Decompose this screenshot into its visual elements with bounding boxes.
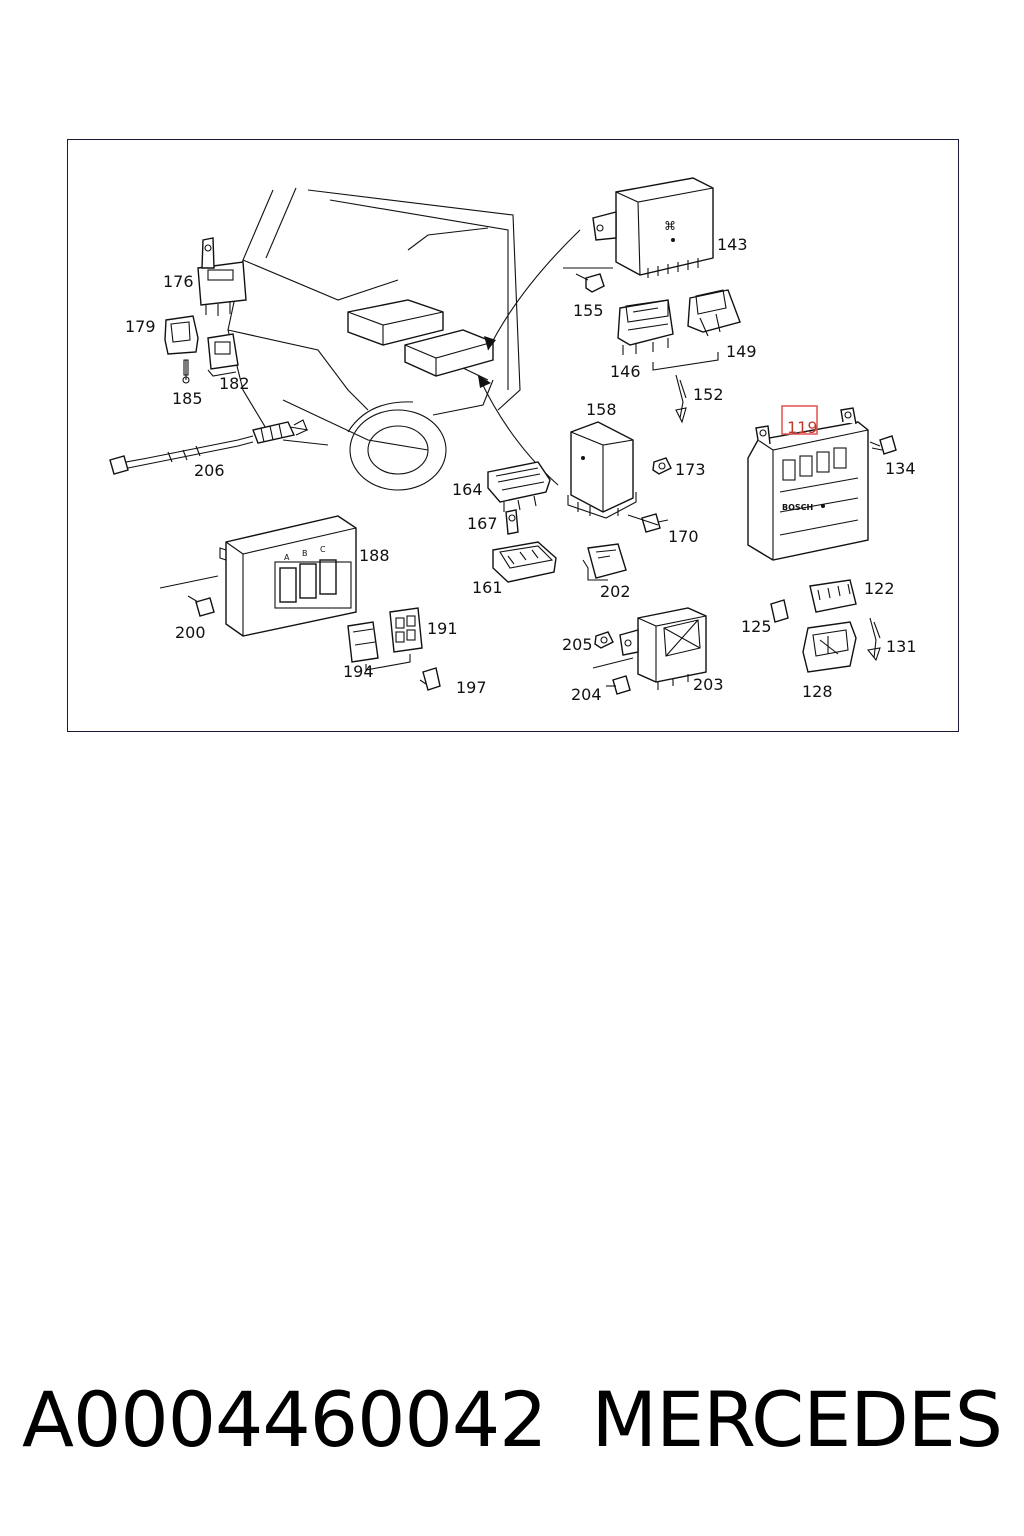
part-number: A0004460042: [22, 1375, 548, 1464]
relay-202: [582, 543, 627, 581]
nut-205: [594, 631, 614, 649]
screw-204: [592, 657, 634, 695]
relay-176: [197, 237, 247, 316]
svg-text:⌘: ⌘: [664, 219, 676, 233]
relay-module-158: [567, 421, 637, 519]
relay-socket-179: [164, 315, 199, 355]
callout-167: 167: [467, 514, 498, 533]
callout-206: 206: [194, 461, 225, 480]
relay-203: [619, 607, 707, 690]
connector-191: [389, 607, 423, 653]
terminal-152: [675, 374, 687, 424]
control-module-119: BOSCH: [747, 407, 869, 561]
terminal-131: [866, 617, 881, 662]
module-brand-label: BOSCH: [782, 503, 813, 512]
nut-173: [652, 457, 672, 475]
module-188: A B C: [219, 515, 357, 637]
callout-194: 194: [343, 662, 374, 681]
callout-119-highlighted: 119: [787, 418, 818, 437]
parts-diagram-drawing: ⌘: [109, 177, 917, 704]
callout-155: 155: [573, 301, 604, 320]
callout-200: 200: [175, 623, 206, 642]
callout-202: 202: [600, 582, 631, 601]
connector-194: [347, 621, 379, 663]
pin-185: [182, 359, 190, 384]
terminal-167: [505, 509, 519, 535]
callout-170: 170: [668, 527, 699, 546]
callout-197: 197: [456, 678, 487, 697]
connector-146: [617, 299, 674, 355]
control-unit-143: ⌘: [592, 177, 714, 278]
relay-182: [207, 333, 239, 377]
clip-125: [770, 599, 789, 623]
callout-152: 152: [693, 385, 724, 404]
callout-182: 182: [219, 374, 250, 393]
callout-131: 131: [886, 637, 917, 656]
callout-122: 122: [864, 579, 895, 598]
callout-191: 191: [427, 619, 458, 638]
connector-letter-b: B: [302, 549, 308, 558]
screw-200: [159, 575, 219, 617]
connector-164: [487, 461, 551, 512]
connector-housing-128: [802, 621, 857, 673]
screw-155: [563, 267, 613, 293]
callout-188: 188: [359, 546, 390, 565]
bracket-191-194: [365, 654, 411, 671]
callout-134: 134: [885, 459, 916, 478]
callout-125: 125: [741, 617, 772, 636]
callout-164: 164: [452, 480, 483, 499]
brand-name: MERCEDES: [591, 1375, 1003, 1464]
callout-128: 128: [802, 682, 833, 701]
callout-146: 146: [610, 362, 641, 381]
callout-176: 176: [163, 272, 194, 291]
parts-diagram: ⌘: [67, 139, 959, 732]
screw-170: [627, 513, 669, 533]
callout-labels: 176 179 182 185 206 143 155 146 149 152 …: [125, 235, 917, 704]
connector-149: [687, 289, 741, 337]
callout-185: 185: [172, 389, 203, 408]
callout-179: 179: [125, 317, 156, 336]
connector-122: [809, 579, 857, 613]
connector-letter-c: C: [320, 545, 326, 554]
screw-134: [869, 435, 897, 455]
callout-149: 149: [726, 342, 757, 361]
highlight-box-119: [781, 405, 818, 435]
footer-caption: A0004460042 MERCEDES: [0, 1370, 1024, 1470]
callout-158: 158: [586, 400, 617, 419]
callout-204: 204: [571, 685, 602, 704]
callout-161: 161: [472, 578, 503, 597]
terminal-197: [419, 667, 441, 691]
callout-205: 205: [562, 635, 593, 654]
bracket-146-149: [652, 352, 719, 371]
connector-letter-a: A: [284, 553, 290, 562]
speed-sensor-cable-206: [109, 419, 308, 475]
callout-143: 143: [717, 235, 748, 254]
truck-cab-illustration: [227, 187, 581, 491]
callout-173: 173: [675, 460, 706, 479]
callout-203: 203: [693, 675, 724, 694]
connector-161: [492, 541, 557, 583]
